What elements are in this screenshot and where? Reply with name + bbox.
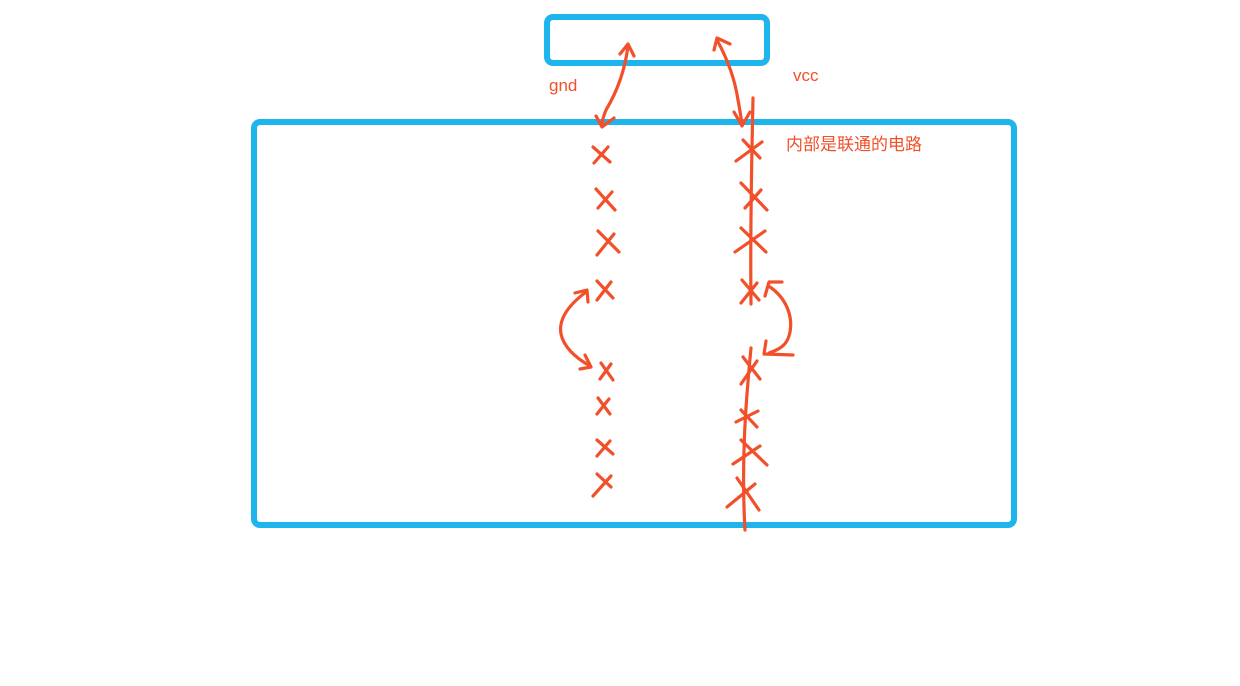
x-mark-icon [733,226,768,254]
gnd-double-arrow [594,42,636,129]
vcc-curved-double-arrow [762,280,795,357]
board-box [251,119,1017,528]
x-mark-icon [739,181,769,212]
x-mark-icon [595,438,615,458]
vcc-rail [725,138,769,512]
vcc-rail-line-upper [749,96,755,306]
gnd-label: gnd [549,76,578,95]
x-mark-icon [591,472,613,498]
x-mark-icon [734,138,764,163]
x-mark-icon [725,476,761,512]
internal-circuit-note: 内部是联通的电路 [786,135,922,154]
x-mark-icon [595,396,612,416]
x-mark-icon [731,438,769,467]
x-mark-icon [595,229,621,257]
x-mark-icon [598,361,615,382]
x-mark-icon [595,279,615,302]
x-mark-icon [739,355,762,386]
x-mark-icon [739,278,761,305]
connector-box [544,14,770,66]
x-mark-icon [594,187,617,212]
x-mark-icon [591,145,612,165]
x-mark-icon [734,408,760,429]
gnd-rail [591,145,621,498]
vcc-label: vcc [793,66,819,85]
gnd-curved-double-arrow [558,288,593,371]
vcc-double-arrow [712,36,752,128]
